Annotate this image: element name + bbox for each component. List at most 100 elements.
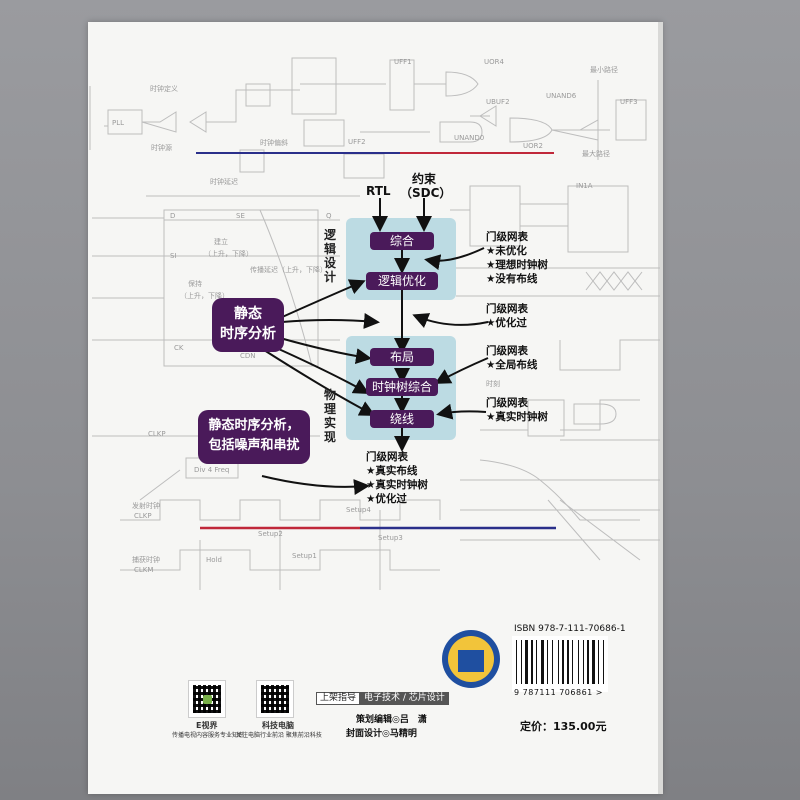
shelving-guide-label: 上架指导 bbox=[316, 692, 361, 705]
flow-box-clock-tree-synthesis: 时钟树综合 bbox=[366, 378, 438, 396]
label-physical-implementation: 物理实现 bbox=[324, 388, 337, 444]
flow-box-routing: 绕线 bbox=[370, 410, 434, 428]
barcode-bar bbox=[531, 640, 533, 684]
netlist-3: 门级网表 ★全局布线 bbox=[486, 344, 537, 372]
label-logic-design: 逻辑设计 bbox=[324, 228, 337, 284]
cover-page-edge bbox=[658, 22, 663, 794]
barcode-digits: 9 787111 706861 > bbox=[514, 688, 603, 697]
svg-text:时钟偏斜: 时钟偏斜 bbox=[260, 138, 288, 147]
price: 定价：135.00元 bbox=[520, 720, 607, 733]
barcode-bar bbox=[603, 640, 604, 684]
netlist-1-item: ★未优化 bbox=[486, 245, 527, 257]
editor-credit: 策划编辑◎吕 潇 bbox=[356, 715, 427, 725]
qr-2-title: 科技电脑 bbox=[262, 721, 294, 730]
svg-text:保持: 保持 bbox=[188, 279, 202, 288]
barcode-bar bbox=[536, 640, 537, 684]
barcode-bar bbox=[525, 640, 528, 684]
netlist-5-item: ★真实布线 bbox=[366, 465, 418, 477]
svg-text:IN1A: IN1A bbox=[576, 182, 593, 190]
svg-text:UOR2: UOR2 bbox=[523, 142, 543, 150]
svg-text:UFF2: UFF2 bbox=[348, 138, 366, 146]
svg-text:Setup4: Setup4 bbox=[346, 506, 371, 514]
netlist-1-item: ★理想时钟树 bbox=[486, 259, 548, 271]
barcode-bar bbox=[547, 640, 548, 684]
qr-code-2 bbox=[256, 680, 294, 718]
netlist-4: 门级网表 ★真实时钟树 bbox=[486, 396, 548, 424]
svg-text:（上升，下降）: （上升，下降） bbox=[180, 291, 229, 300]
svg-text:SI: SI bbox=[170, 252, 177, 260]
callout-sta-noise-crosstalk: 静态时序分析， 包括噪声和串扰 bbox=[198, 410, 310, 464]
input-rtl: RTL bbox=[366, 184, 391, 198]
netlist-3-item: ★全局布线 bbox=[486, 359, 538, 371]
barcode-bar bbox=[587, 640, 589, 684]
netlist-2: 门级网表 ★优化过 bbox=[486, 302, 528, 330]
netlist-2-title: 门级网表 bbox=[486, 303, 528, 315]
svg-text:CLKP: CLKP bbox=[134, 512, 152, 520]
shelving-guide-value: 电子技术 / 芯片设计 bbox=[360, 692, 449, 705]
netlist-1-item: ★没有布线 bbox=[486, 273, 538, 285]
svg-text:（上升，下降）: （上升，下降） bbox=[204, 249, 253, 258]
barcode-bar bbox=[552, 640, 553, 684]
svg-text:CK: CK bbox=[174, 344, 184, 352]
svg-text:Div 4 Freq: Div 4 Freq bbox=[194, 466, 229, 474]
flow-box-synthesis: 综合 bbox=[370, 232, 434, 250]
barcode-bar bbox=[567, 640, 569, 684]
input-constraint: 约束 bbox=[412, 172, 437, 186]
qr-code-1 bbox=[188, 680, 226, 718]
netlist-5-item: ★优化过 bbox=[366, 493, 407, 505]
netlist-4-item: ★真实时钟树 bbox=[486, 411, 548, 423]
svg-text:D: D bbox=[170, 212, 175, 220]
barcode-bar bbox=[583, 640, 584, 684]
svg-text:Setup3: Setup3 bbox=[378, 534, 403, 542]
shelving-guide: 上架指导 电子技术 / 芯片设计 bbox=[316, 692, 449, 705]
barcode-bar bbox=[598, 640, 599, 684]
svg-text:UFF3: UFF3 bbox=[620, 98, 638, 106]
svg-text:CDN: CDN bbox=[240, 352, 256, 360]
svg-text:UNAND0: UNAND0 bbox=[454, 134, 484, 142]
input-sdc: （SDC） bbox=[400, 186, 452, 200]
callout-static-timing-analysis: 静态 时序分析 bbox=[212, 298, 284, 352]
barcode-bar bbox=[572, 640, 573, 684]
netlist-2-item: ★优化过 bbox=[486, 317, 527, 329]
svg-text:Setup1: Setup1 bbox=[292, 552, 317, 560]
netlist-4-title: 门级网表 bbox=[486, 397, 528, 409]
barcode-bar bbox=[558, 640, 559, 684]
publisher-logo bbox=[442, 630, 500, 688]
svg-text:建立: 建立 bbox=[214, 237, 228, 246]
barcode-bar bbox=[516, 640, 517, 684]
barcode-bar bbox=[541, 640, 544, 684]
svg-text:时钟定义: 时钟定义 bbox=[150, 84, 178, 93]
svg-text:最小路径: 最小路径 bbox=[590, 65, 618, 74]
svg-text:UOR4: UOR4 bbox=[484, 58, 504, 66]
svg-text:捕获时钟: 捕获时钟 bbox=[132, 555, 160, 564]
svg-text:时刻: 时刻 bbox=[486, 379, 500, 388]
svg-text:时钟延迟: 时钟延迟 bbox=[210, 177, 238, 186]
svg-text:SE: SE bbox=[236, 212, 245, 220]
barcode-bar bbox=[578, 640, 579, 684]
flow-box-logic-optimization: 逻辑优化 bbox=[366, 272, 438, 290]
qr-1-subtitle: 传播电视内容服务专业知识 bbox=[172, 732, 245, 739]
svg-text:发射时钟: 发射时钟 bbox=[132, 501, 160, 510]
svg-text:Hold: Hold bbox=[206, 556, 222, 564]
svg-text:时钟源: 时钟源 bbox=[151, 143, 172, 152]
svg-text:Setup2: Setup2 bbox=[258, 530, 283, 538]
isbn-text: ISBN 978-7-111-70686-1 bbox=[514, 624, 626, 634]
netlist-3-title: 门级网表 bbox=[486, 345, 528, 357]
flow-box-placement: 布局 bbox=[370, 348, 434, 366]
barcode-bar bbox=[521, 640, 522, 684]
barcode bbox=[514, 638, 606, 686]
svg-text:PLL: PLL bbox=[112, 119, 124, 127]
qr-2-subtitle: 关注电脑行业前沿 聚焦前沿科技 bbox=[236, 732, 322, 739]
barcode-bar bbox=[592, 640, 595, 684]
netlist-1: 门级网表 ★未优化 ★理想时钟树 ★没有布线 bbox=[486, 230, 548, 286]
designer-credit: 封面设计◎马精明 bbox=[346, 729, 417, 739]
svg-text:传播延迟（上升，下降）: 传播延迟（上升，下降） bbox=[250, 265, 327, 274]
barcode-bar bbox=[562, 640, 564, 684]
svg-text:UNAND6: UNAND6 bbox=[546, 92, 577, 100]
netlist-5-title: 门级网表 bbox=[366, 451, 408, 463]
svg-text:CLKM: CLKM bbox=[134, 566, 153, 574]
netlist-1-title: 门级网表 bbox=[486, 231, 528, 243]
qr-1-title: E视界 bbox=[196, 721, 218, 730]
svg-text:Q: Q bbox=[326, 212, 332, 220]
